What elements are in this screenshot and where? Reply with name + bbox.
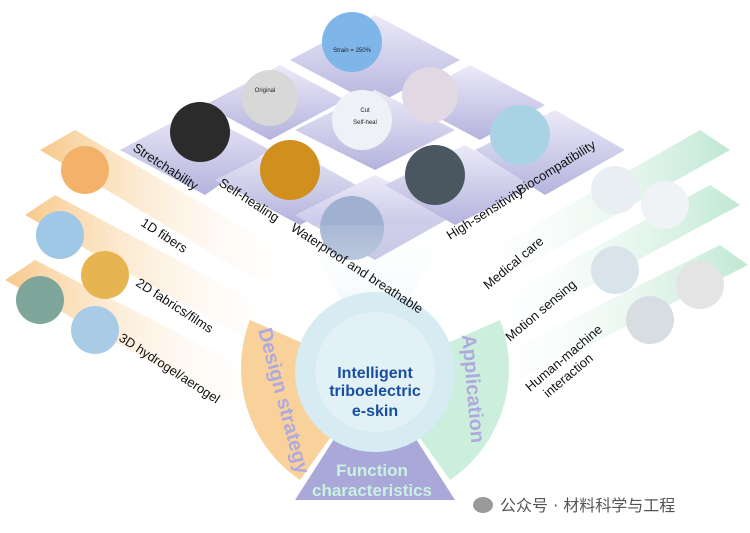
hydrogel-photo xyxy=(16,276,64,324)
sensitivity-photo xyxy=(405,145,465,205)
hmi-photo-2 xyxy=(626,296,674,344)
fiber-photo xyxy=(61,146,109,194)
function-title-1: Function xyxy=(336,461,408,480)
watermark: 公众号 · 材料科学与工程 xyxy=(473,496,675,515)
design-bands xyxy=(5,130,300,420)
center-title-2: triboelectric xyxy=(329,383,421,400)
biocompat-photo xyxy=(490,105,550,165)
color-photo xyxy=(402,67,458,123)
inner-circle xyxy=(315,312,435,432)
selfheal-photo xyxy=(260,140,320,200)
medical-photo xyxy=(591,166,639,214)
fabric-photo xyxy=(36,211,84,259)
center-title-3: e-skin xyxy=(352,403,398,420)
strain-photo xyxy=(322,12,382,72)
stretch-photo xyxy=(170,102,230,162)
motion-photo xyxy=(591,246,639,294)
original-photo xyxy=(242,70,298,126)
watermark-text: 公众号 · 材料科学与工程 xyxy=(500,496,675,515)
aerogel-photo xyxy=(71,306,119,354)
function-panels: Strain = 250% Original Cut Self-heal xyxy=(120,12,625,260)
film-photo xyxy=(81,251,129,299)
band-3d xyxy=(5,260,270,420)
self-heal-label: Self-heal xyxy=(353,120,377,126)
band-2d xyxy=(25,195,290,355)
medical-photo-2 xyxy=(641,181,689,229)
hmi-photo xyxy=(676,261,724,309)
wechat-icon xyxy=(473,497,493,513)
strain-label: Strain = 250% xyxy=(333,48,372,54)
center-title-1: Intelligent xyxy=(337,365,413,382)
function-title-2: characteristics xyxy=(312,481,432,500)
application-bands xyxy=(455,130,748,400)
cut-photo xyxy=(332,90,392,150)
original-label: Original xyxy=(255,88,276,94)
band-medical xyxy=(455,130,730,300)
cut-label: Cut xyxy=(360,108,370,114)
